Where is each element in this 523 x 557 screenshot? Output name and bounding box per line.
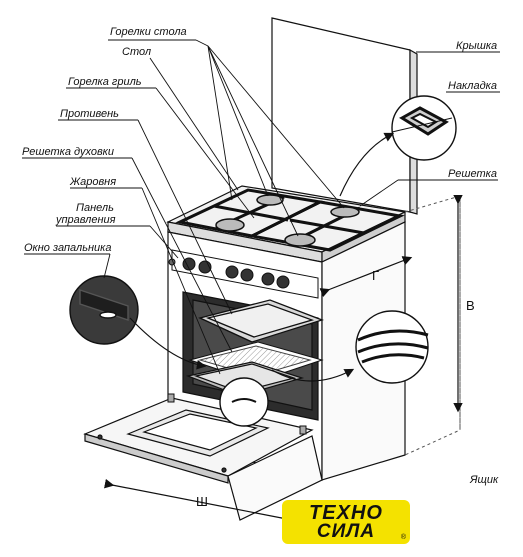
label-nakladka: Накладка <box>448 80 497 92</box>
label-protiven: Противень <box>60 108 119 120</box>
tekhnosila-logo: ТЕХНО СИЛА ® <box>282 500 410 544</box>
logo-registered-mark: ® <box>400 534 406 541</box>
dimension-depth: Г <box>372 268 380 283</box>
dimension-arrows <box>104 194 463 524</box>
magnifier-lower-rack <box>219 377 269 427</box>
label-gorelka-gril: Горелка гриль <box>68 76 142 88</box>
control-panel <box>168 249 319 299</box>
label-reshetka: Решетка <box>448 168 497 180</box>
curved-arrows <box>129 132 395 382</box>
label-kryshka: Крышка <box>456 40 498 52</box>
magnifier-nakladka <box>391 95 457 161</box>
label-okno-zapalnika: Окно запальника <box>24 242 112 254</box>
label-reshetka-duhovki: Решетка духовки <box>22 146 114 158</box>
label-zharovnya: Жаровня <box>70 176 117 188</box>
label-stol: Стол <box>122 46 152 58</box>
dimension-height: В <box>466 298 475 313</box>
magnifier-rack-detail <box>355 310 429 384</box>
dimension-width: Ш <box>196 494 208 509</box>
door-hinges <box>167 393 307 435</box>
leader-lines <box>22 39 500 375</box>
label-panel-line2: управления <box>56 214 116 226</box>
burners <box>215 194 360 247</box>
label-yashchik: Ящик <box>470 474 499 486</box>
logo-line1: ТЕХНО <box>309 502 383 524</box>
logo-line2: СИЛА <box>316 521 376 542</box>
label-gorelki-stola: Горелки стола <box>110 26 187 38</box>
magnifier-igniter-window <box>69 275 139 345</box>
label-panel-line1: Панель <box>76 202 114 214</box>
